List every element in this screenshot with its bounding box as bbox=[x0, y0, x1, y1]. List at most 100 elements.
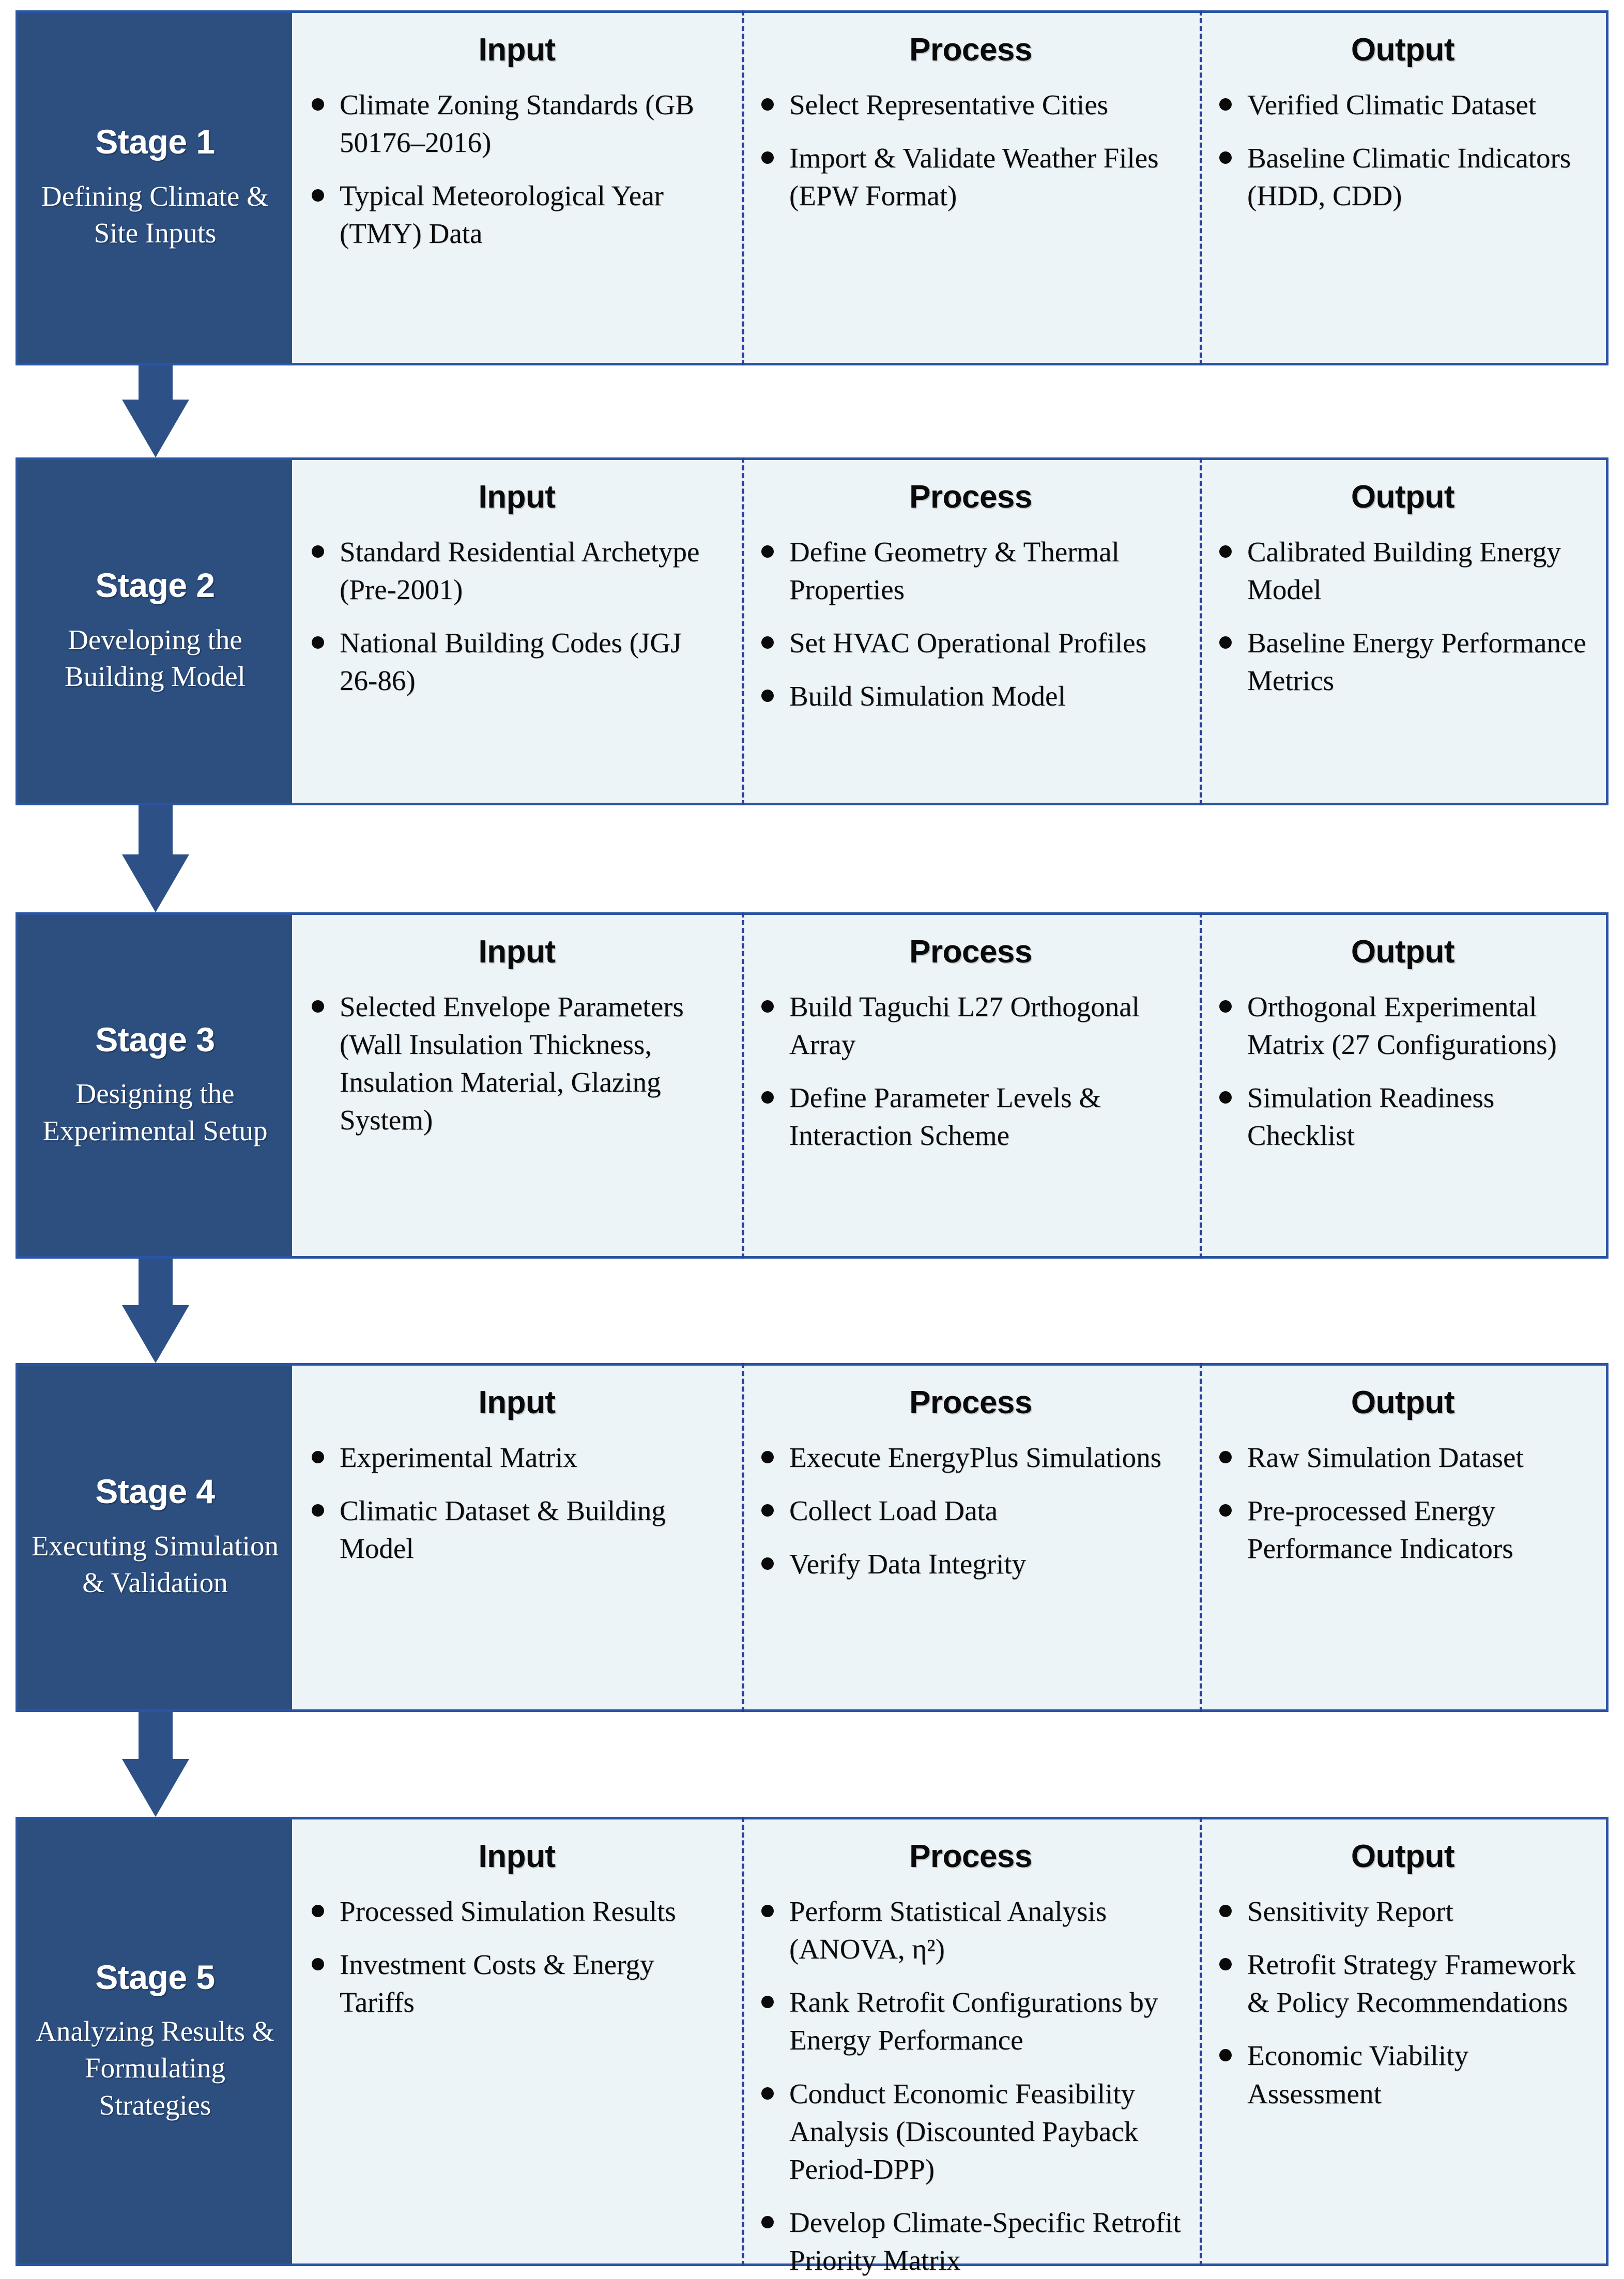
list-item: Economic Viability Assessment bbox=[1215, 2037, 1590, 2112]
stage-subtitle: Designing the Experimental Setup bbox=[42, 1078, 268, 1146]
column-header-input: Input bbox=[478, 1839, 556, 1874]
list-item: Typical Meteorological Year (TMY) Data bbox=[308, 177, 726, 252]
column-header-input: Input bbox=[478, 1385, 556, 1420]
list-item: Develop Climate-Specific Retrofit Priori… bbox=[757, 2204, 1184, 2279]
bullet-list-input: Standard Residential Archetype (Pre-2001… bbox=[308, 533, 726, 700]
connector-arrow-down-icon bbox=[122, 1259, 189, 1363]
list-item: Build Simulation Model bbox=[757, 677, 1184, 715]
bullet-list-process: Perform Statistical Analysis (ANOVA, η²)… bbox=[757, 1892, 1184, 2279]
stage-subtitle: Analyzing Results & Formulating Strategi… bbox=[36, 2015, 274, 2121]
list-item: Simulation Readiness Checklist bbox=[1215, 1079, 1590, 1154]
stage-label-panel-3: Stage 3 Designing the Experimental Setup bbox=[18, 915, 292, 1256]
stage-title: Stage 3 bbox=[95, 1020, 215, 1059]
list-item: Rank Retrofit Configurations by Energy P… bbox=[757, 1983, 1184, 2059]
stage-label-panel-1: Stage 1 Defining Climate & Site Inputs bbox=[18, 13, 292, 363]
stage-block-2: Stage 2 Developing the Building Model Inpu… bbox=[16, 457, 1608, 805]
stage-title: Stage 2 bbox=[95, 566, 215, 605]
list-item: Climatic Dataset & Building Model bbox=[308, 1492, 726, 1567]
list-item: Verified Climatic Dataset bbox=[1215, 86, 1590, 124]
connector-arrow-down-icon bbox=[122, 365, 189, 457]
list-item: Climate Zoning Standards (GB 50176–2016) bbox=[308, 86, 726, 161]
bullet-list-output: Orthogonal Experimental Matrix (27 Confi… bbox=[1215, 988, 1590, 1155]
list-item: Experimental Matrix bbox=[308, 1439, 726, 1476]
column-header-process: Process bbox=[909, 32, 1032, 68]
list-item: Selected Envelope Parameters (Wall Insul… bbox=[308, 988, 726, 1139]
list-item: Sensitivity Report bbox=[1215, 1892, 1590, 1930]
arrow-shaft bbox=[139, 1712, 173, 1759]
stage-block-1: Stage 1 Defining Climate & Site Inputs Inp… bbox=[16, 10, 1608, 365]
column-header-input: Input bbox=[478, 934, 556, 970]
list-item: Baseline Climatic Indicators (HDD, CDD) bbox=[1215, 139, 1590, 215]
list-item: Execute EnergyPlus Simulations bbox=[757, 1439, 1184, 1476]
arrow-shaft bbox=[139, 805, 173, 854]
bullet-list-input: Selected Envelope Parameters (Wall Insul… bbox=[308, 988, 726, 1139]
bullet-list-input: Climate Zoning Standards (GB 50176–2016)… bbox=[308, 86, 726, 253]
stage-label-panel-4: Stage 4 Executing Simulation & Validation bbox=[18, 1366, 292, 1709]
arrow-shaft bbox=[139, 1259, 173, 1305]
connector-arrow-down-icon bbox=[122, 805, 189, 912]
stage-subtitle: Executing Simulation & Validation bbox=[31, 1529, 279, 1599]
stage-subtitle: Defining Climate & Site Inputs bbox=[41, 180, 269, 249]
list-item: Raw Simulation Dataset bbox=[1215, 1439, 1590, 1476]
stage-subtitle: Developing the Building Model bbox=[65, 623, 246, 693]
arrow-head bbox=[122, 400, 189, 457]
connector-arrow-down-icon bbox=[122, 1712, 189, 1817]
arrow-shaft bbox=[139, 365, 173, 400]
arrow-head bbox=[122, 1305, 189, 1363]
list-item: Retrofit Strategy Framework & Policy Rec… bbox=[1215, 1946, 1590, 2021]
stage-block-5: Stage 5 Analyzing Results & Formulating S… bbox=[16, 1817, 1608, 2276]
list-item: Calibrated Building Energy Model bbox=[1215, 533, 1590, 608]
list-item: Select Representative Cities bbox=[757, 86, 1184, 124]
column-header-process: Process bbox=[909, 934, 1032, 970]
list-item: Collect Load Data bbox=[757, 1492, 1184, 1529]
column-header-output: Output bbox=[1351, 32, 1455, 68]
list-item: Set HVAC Operational Profiles bbox=[757, 624, 1184, 662]
column-header-output: Output bbox=[1351, 1839, 1455, 1874]
list-item: Import & Validate Weather Files (EPW For… bbox=[757, 139, 1184, 215]
list-item: Baseline Energy Performance Metrics bbox=[1215, 624, 1590, 699]
stage-label-panel-2: Stage 2 Developing the Building Model bbox=[18, 460, 292, 803]
list-item: Define Parameter Levels & Interaction Sc… bbox=[757, 1079, 1184, 1154]
stage-title: Stage 4 bbox=[95, 1472, 215, 1511]
column-header-process: Process bbox=[909, 479, 1032, 515]
list-item: Investment Costs & Energy Tariffs bbox=[308, 1946, 726, 2021]
list-item: Pre-processed Energy Performance Indicat… bbox=[1215, 1492, 1590, 1567]
list-item: Standard Residential Archetype (Pre-2001… bbox=[308, 533, 726, 608]
list-item: Verify Data Integrity bbox=[757, 1545, 1184, 1583]
column-header-output: Output bbox=[1351, 479, 1455, 515]
stage-title: Stage 5 bbox=[95, 1957, 215, 1996]
stage-label-panel-5: Stage 5 Analyzing Results & Formulating S… bbox=[18, 1819, 292, 2263]
column-header-input: Input bbox=[478, 32, 556, 68]
list-item: Conduct Economic Feasibility Analysis (D… bbox=[757, 2075, 1184, 2188]
list-item: Perform Statistical Analysis (ANOVA, η²) bbox=[757, 1892, 1184, 1968]
stage-title: Stage 1 bbox=[95, 123, 215, 161]
